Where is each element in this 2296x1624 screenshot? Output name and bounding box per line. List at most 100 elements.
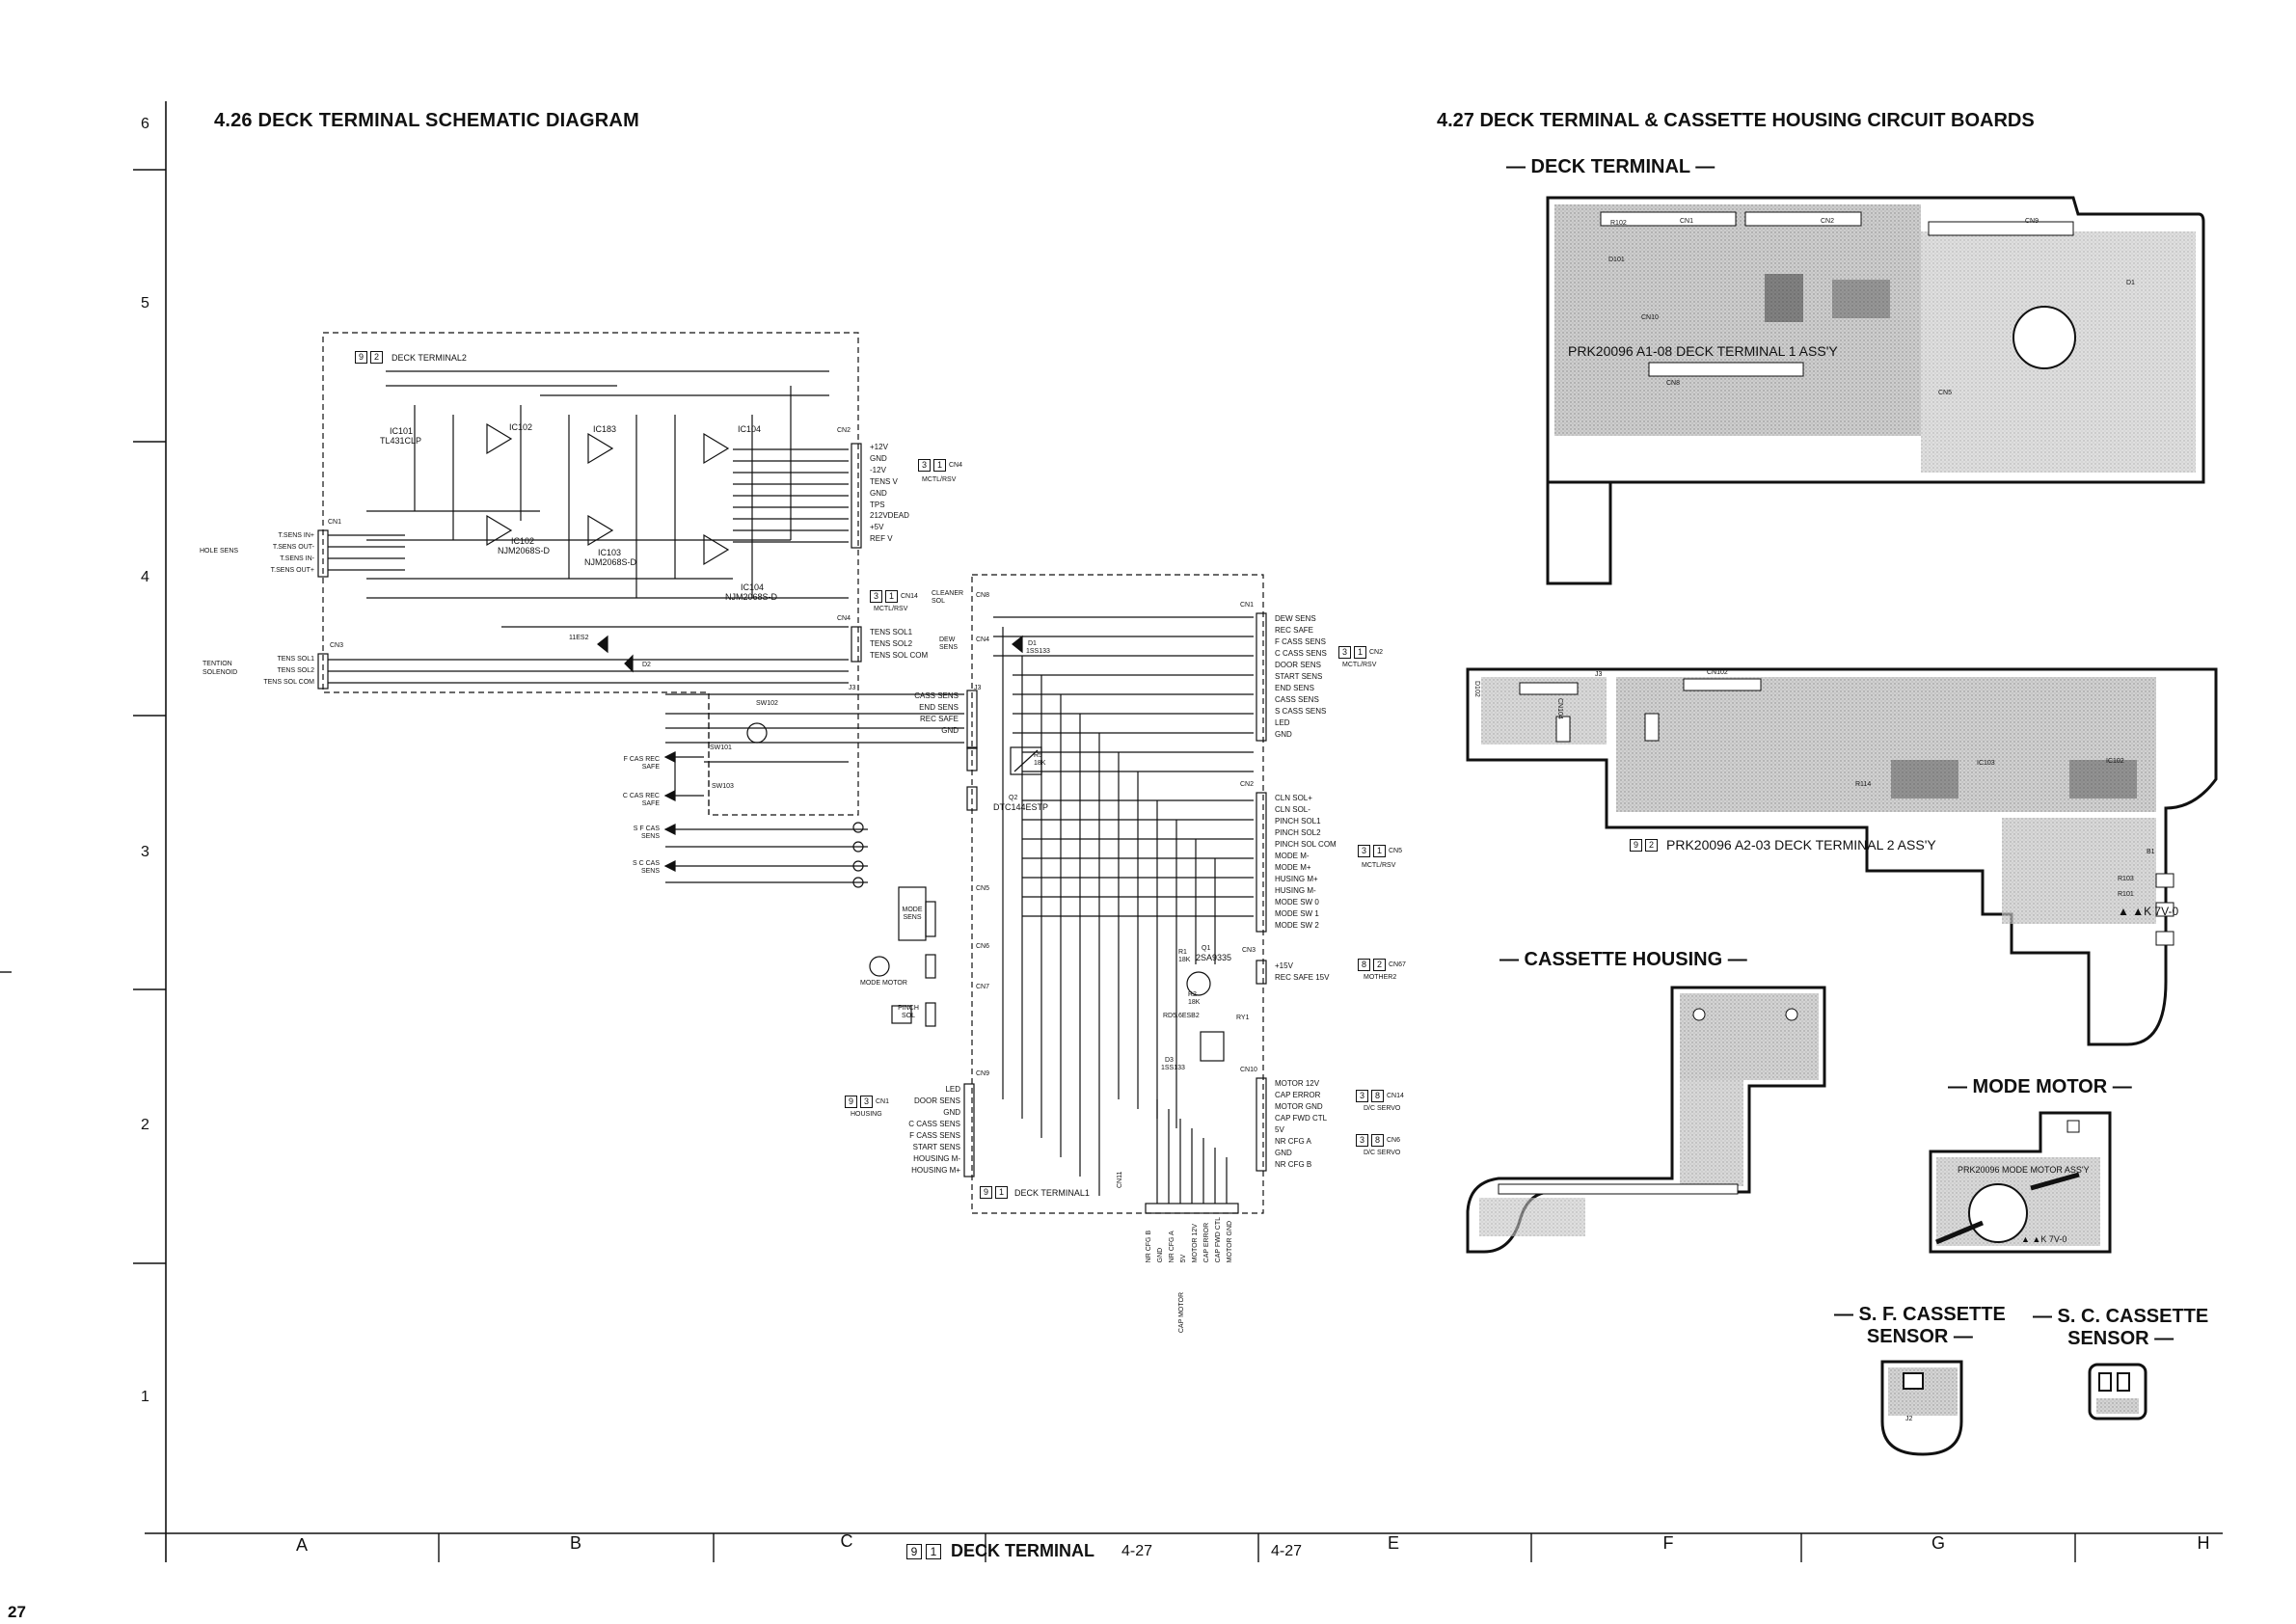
deck2-board-name: PRK20096 A2-03 DECK TERMINAL 2 ASS'Y: [1666, 837, 1936, 853]
cn5-label: CN5: [976, 885, 990, 892]
cn1-right-pin: DEW SENS: [1275, 614, 1316, 623]
cn2-pin: GND: [870, 488, 887, 498]
ic103-part: NJM2068S-D: [584, 557, 637, 567]
block-top-label: 9 2 DECK TERMINAL2: [355, 351, 467, 364]
cn3r-ref: 8 2 CN67: [1358, 959, 1406, 971]
cn1-right-pins: DEW SENS REC SAFE F CASS SENS C CASS SEN…: [1275, 613, 1327, 741]
cn102-board: CN102: [1707, 669, 1728, 676]
cn1-left-pin: T.SENS IN-: [280, 555, 314, 562]
d2-board: D1: [2126, 280, 2135, 286]
cn1-right-pin: LED: [1275, 718, 1290, 727]
cn9-pin: START SENS: [912, 1143, 960, 1151]
cn2-pin: TENS V: [870, 476, 898, 486]
deck2-mark: ▲ ▲K 7V-0: [2118, 905, 2179, 918]
ref-cn: CN14: [1387, 1093, 1404, 1099]
cn1-right-pin: END SENS: [1275, 684, 1314, 692]
cn1-right-pin: GND: [1275, 730, 1292, 739]
cn3-right-pin: REC SAFE 15V: [1275, 973, 1330, 982]
cn1-right-pin: DOOR SENS: [1275, 661, 1322, 669]
b1-board: R102: [1610, 220, 1627, 227]
q2-label: Q2: [1009, 795, 1018, 801]
cn1-right-label: CN1: [1240, 602, 1255, 609]
d1-label: 11ES2: [569, 635, 589, 641]
cn8-label: CN8: [976, 592, 990, 599]
ref-cn: CN14: [901, 593, 918, 600]
cn9-pin: C CASS SENS: [908, 1120, 960, 1128]
row-label: 5: [141, 295, 149, 311]
cn2-right-pin: CLN SOL+: [1275, 794, 1312, 802]
cn3-left-pin: TENS SOL COM: [263, 679, 314, 686]
cn4b-label: CN4: [976, 636, 990, 643]
block-code: 9: [980, 1186, 992, 1199]
ref-code: 9: [845, 1096, 857, 1108]
col-label: C: [840, 1531, 853, 1551]
cn3-right-pins: +15V REC SAFE 15V: [1275, 961, 1329, 984]
sw102-label: SW102: [756, 700, 778, 707]
c-cas-rec-safe: C CAS REC SAFE: [622, 793, 660, 807]
cn1-left-pin: T.SENS OUT-: [272, 544, 314, 551]
cn1-board: CN1: [1680, 218, 1694, 225]
cn4-pin: TENS SOL1: [870, 628, 913, 636]
cn1-right-pin: START SENS: [1275, 672, 1323, 681]
cn11-pin: 5V: [1180, 1254, 1187, 1263]
d2-label: D2: [642, 662, 651, 668]
r102-board: R103: [2118, 876, 2134, 882]
d101-board: D102: [1473, 681, 1480, 697]
cn2-pin: +12V: [870, 443, 888, 451]
cn2-pin: -12V: [870, 465, 886, 474]
cn1-left-pin: T.SENS IN+: [278, 532, 314, 539]
r1-val: 18K: [1178, 957, 1191, 963]
ref-cn: CN5: [1389, 848, 1403, 854]
cn10-pins: MOTOR 12V CAP ERROR MOTOR GND CAP FWD CT…: [1275, 1078, 1327, 1171]
ry-label: RY1: [1236, 1015, 1250, 1021]
j3-label: J3: [849, 685, 856, 691]
cn4-pin: TENS SOL2: [870, 639, 913, 648]
cn6-label: CN6: [976, 943, 990, 950]
block-code: 2: [370, 351, 383, 364]
cn2-right-pin: HUSING M-: [1275, 886, 1316, 895]
cn2-right-pin: MODE SW 1: [1275, 909, 1319, 918]
row-label: 2: [141, 1117, 149, 1133]
cn9-board: CN9: [2025, 218, 2039, 225]
q1-label: Q1: [1202, 945, 1211, 952]
ic104-label: IC104: [738, 424, 762, 434]
cn14-ref: 3 1 CN14: [870, 590, 918, 603]
cn3-left-pin: TENS SOL1: [277, 656, 314, 663]
cn2-right-pin: CLN SOL-: [1275, 805, 1310, 814]
r1-label: R1: [1178, 949, 1187, 956]
ref-code: 3: [1358, 845, 1370, 857]
j3-pin: END SENS: [919, 703, 959, 712]
tention-solenoid-label: TENTION SOLENOID: [203, 661, 238, 676]
sc-sensor-line1: — S. C. CASSETTE: [2033, 1306, 2209, 1327]
mode-motor-heading: — MODE MOTOR —: [1948, 1076, 2132, 1097]
cn2-board: CN2: [1821, 218, 1835, 225]
cn11-pin: CAP FWD CTL: [1215, 1217, 1222, 1263]
ref-code: 3: [870, 590, 882, 603]
d1b-label: D1: [1028, 640, 1037, 647]
cn2-right-pin: MODE SW 0: [1275, 898, 1319, 907]
ref-code: 3: [860, 1096, 873, 1108]
cn2-pin: +5V: [870, 523, 884, 532]
cn3-left-label: CN3: [330, 642, 344, 649]
sf-sensor-line1: — S. F. CASSETTE: [1834, 1304, 2006, 1325]
cn11-pin: NR CFG B: [1146, 1230, 1152, 1263]
row-label: 4: [141, 569, 149, 585]
s-c-cas-sens: S C CAS SENS: [632, 860, 660, 875]
cn2-right-pin: PINCH SOL COM: [1275, 840, 1337, 849]
row-label: 1: [141, 1389, 149, 1405]
ref-code: 8: [1371, 1090, 1384, 1102]
cn2-ref: 3 1 CN4: [918, 459, 962, 472]
cn10-pin: MOTOR GND: [1275, 1102, 1323, 1111]
cn2-right-pin: HUSING M+: [1275, 875, 1318, 883]
cn4-pins: TENS SOL1 TENS SOL2 TENS SOL COM: [870, 627, 928, 662]
cn9-pin: DOOR SENS: [913, 1096, 960, 1105]
cn4-pin: TENS SOL COM: [870, 651, 929, 660]
cn3-left-pin: TENS SOL2: [277, 667, 314, 674]
cn10-pin: CAP FWD CTL: [1275, 1114, 1328, 1123]
ref-dest: MCTL/RSV: [922, 476, 957, 483]
d3-label: D3: [1165, 1057, 1174, 1064]
j3-pin: GND: [941, 726, 959, 735]
cn10-pin: 5V: [1275, 1125, 1284, 1134]
block-code: 1: [995, 1186, 1008, 1199]
ref-dest: MCTL/RSV: [874, 606, 908, 612]
